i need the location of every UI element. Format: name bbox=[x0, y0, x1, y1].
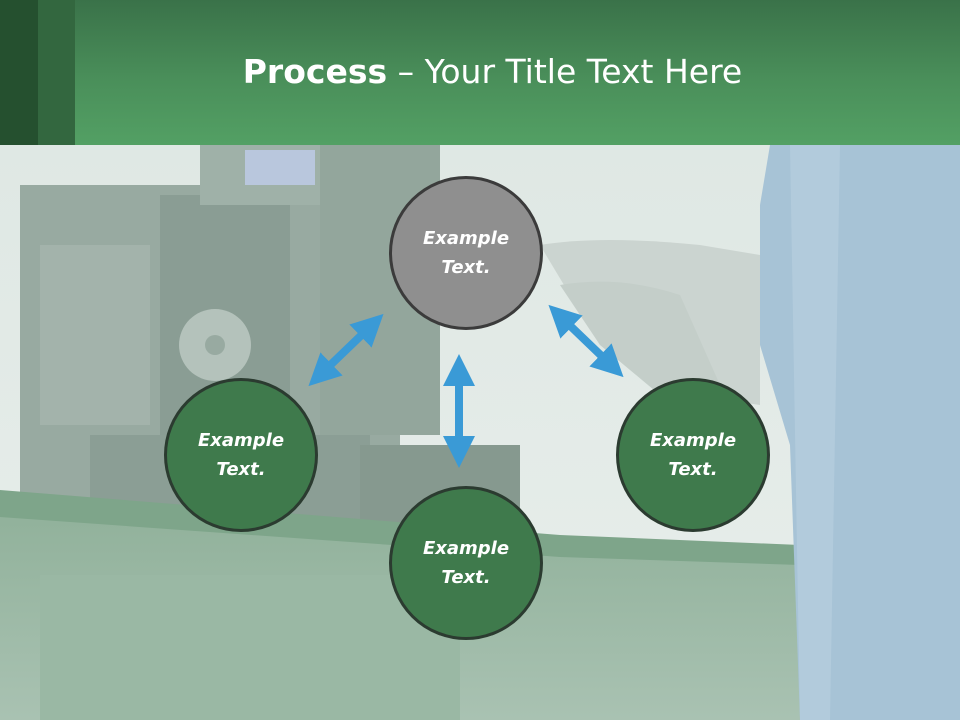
title-bar: Process – Your Title Text Here bbox=[0, 0, 960, 145]
node-text-line2: Text. bbox=[441, 257, 491, 278]
node-text-line1: Example bbox=[422, 538, 510, 559]
title-rest: – Your Title Text Here bbox=[387, 52, 743, 91]
double-arrow-icon bbox=[548, 304, 624, 378]
node-text-line1: Example bbox=[422, 228, 510, 249]
node-text-line2: Text. bbox=[216, 459, 266, 480]
title-bold: Process bbox=[242, 52, 388, 91]
node-text-line1: Example bbox=[649, 430, 737, 451]
double-arrow-icon bbox=[308, 313, 384, 387]
node-text-line1: Example bbox=[197, 430, 285, 451]
header-accent-strip bbox=[0, 0, 38, 145]
node-text-line2: Text. bbox=[668, 459, 718, 480]
node-text-line2: Text. bbox=[441, 567, 491, 588]
slide-title: Process – Your Title Text Here bbox=[0, 52, 960, 91]
header-accent-strip-2 bbox=[38, 0, 75, 145]
